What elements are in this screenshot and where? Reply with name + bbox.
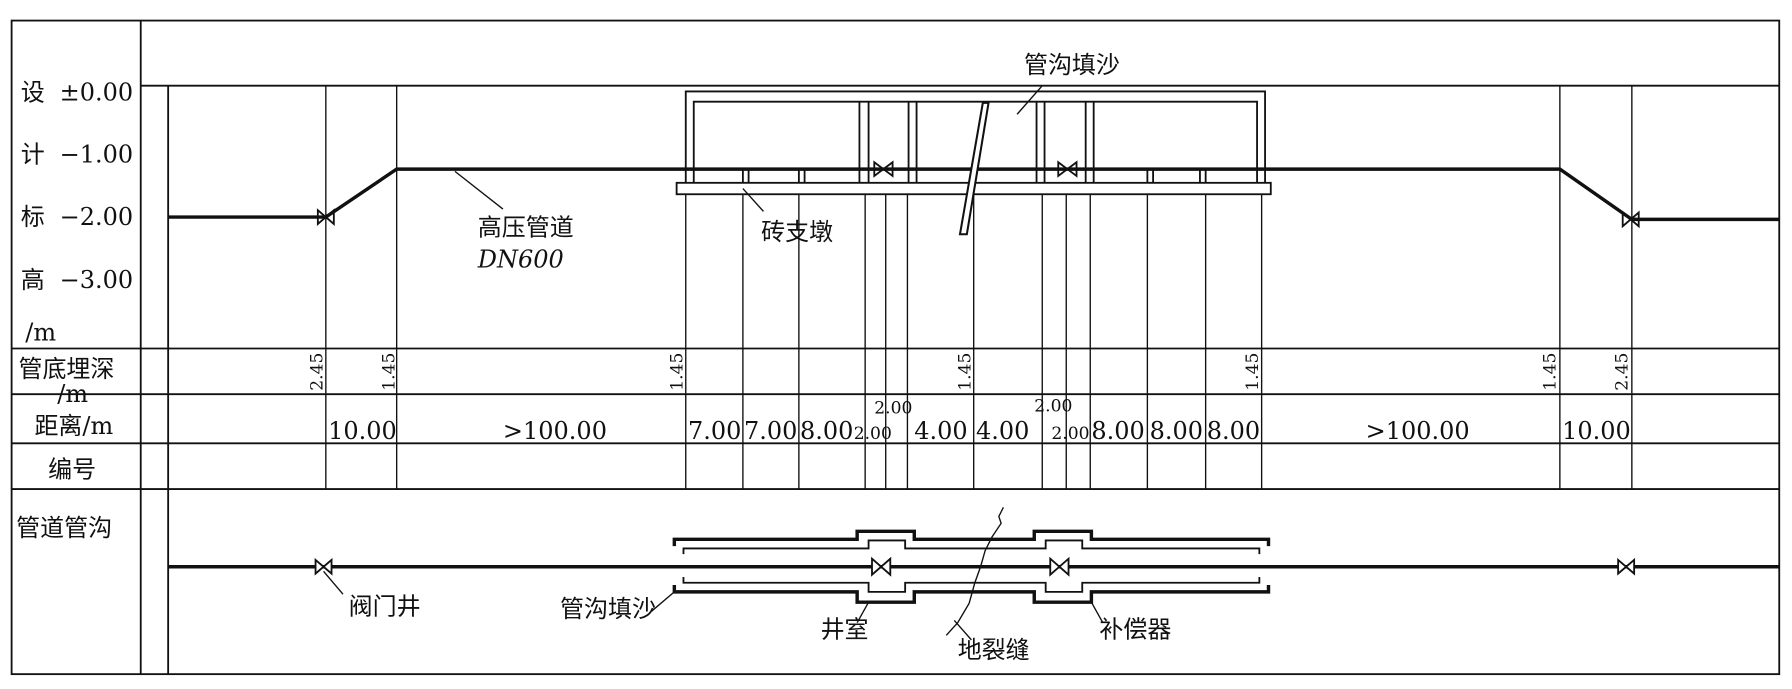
distance-value: 8.00 bbox=[1091, 417, 1144, 445]
distance-value: 8.00 bbox=[1150, 417, 1203, 445]
depth-value: 1.45 bbox=[1243, 353, 1263, 391]
distance-value: 4.00 bbox=[914, 417, 967, 445]
distance-value: 7.00 bbox=[688, 417, 741, 445]
ground-fissure-label: 地裂缝 bbox=[958, 636, 1030, 664]
elev-value: −1.00 bbox=[60, 140, 134, 168]
elev-char: 标 bbox=[21, 203, 45, 231]
elev-unit: /m bbox=[25, 319, 56, 347]
elevation-axis-labels: 设 ±0.00 计 −1.00 标 −2.00 高 −3.00 /m 管底埋深 … bbox=[16, 79, 133, 542]
distance-value: 2.00 bbox=[1034, 396, 1072, 416]
depth-value: 1.45 bbox=[667, 353, 687, 391]
elev-char: 设 bbox=[21, 79, 45, 107]
distance-row-label: 距离/m bbox=[34, 412, 113, 440]
pipe-size-label: DN600 bbox=[477, 245, 564, 273]
distance-value: 2.00 bbox=[1051, 424, 1089, 444]
depth-value: 2.45 bbox=[307, 353, 327, 391]
valve-icon bbox=[316, 160, 1640, 229]
ground-fissure-plan bbox=[945, 507, 1005, 636]
brick-piers bbox=[741, 101, 1207, 183]
distance-value: >100.00 bbox=[1366, 417, 1470, 445]
distance-value: 4.00 bbox=[976, 417, 1029, 445]
number-row-label: 编号 bbox=[48, 456, 96, 484]
trench-section bbox=[675, 90, 1272, 236]
trench-sand-label-top: 管沟填沙 bbox=[1024, 51, 1120, 79]
elev-char: 计 bbox=[21, 140, 45, 168]
well-chamber-label: 井室 bbox=[821, 616, 869, 644]
distance-value: >100.00 bbox=[503, 417, 607, 445]
elev-value: −3.00 bbox=[60, 266, 134, 294]
distance-value: 2.00 bbox=[854, 424, 892, 444]
ground-fissure-section bbox=[958, 101, 990, 236]
depth-value: 2.45 bbox=[1612, 353, 1632, 391]
depth-value: 1.45 bbox=[379, 353, 399, 391]
plan-row-label: 管道管沟 bbox=[16, 514, 112, 542]
depth-value: 1.45 bbox=[1540, 353, 1560, 391]
valve-icon bbox=[314, 556, 1636, 577]
brick-pier-label: 砖支墩 bbox=[761, 218, 833, 246]
elev-value: ±0.00 bbox=[60, 79, 134, 107]
compensator-label: 补偿器 bbox=[1099, 616, 1171, 644]
distance-value: 10.00 bbox=[1562, 417, 1631, 445]
distance-values: 10.00 >100.00 7.00 7.00 8.00 2.00 2.00 4… bbox=[328, 396, 1631, 444]
elev-char: 高 bbox=[21, 266, 45, 294]
distance-value: 10.00 bbox=[328, 417, 397, 445]
depth-value: 1.45 bbox=[955, 353, 975, 391]
distance-value: 8.00 bbox=[800, 417, 853, 445]
depth-row-unit: /m bbox=[57, 380, 88, 408]
distance-value: 7.00 bbox=[744, 417, 797, 445]
plan-view bbox=[168, 507, 1780, 641]
elev-value: −2.00 bbox=[60, 203, 134, 231]
table-grid bbox=[10, 19, 1781, 676]
pipe-name-label: 高压管道 bbox=[478, 213, 574, 241]
trench-sand-label-bottom: 管沟填沙 bbox=[560, 595, 656, 623]
distance-value: 8.00 bbox=[1207, 417, 1260, 445]
valve-well-label: 阀门井 bbox=[349, 593, 421, 621]
depth-row-label: 管底埋深 bbox=[18, 355, 114, 383]
distance-value: 2.00 bbox=[874, 399, 912, 419]
depth-values: 2.45 1.45 1.45 1.45 1.45 1.45 2.45 bbox=[307, 353, 1632, 391]
